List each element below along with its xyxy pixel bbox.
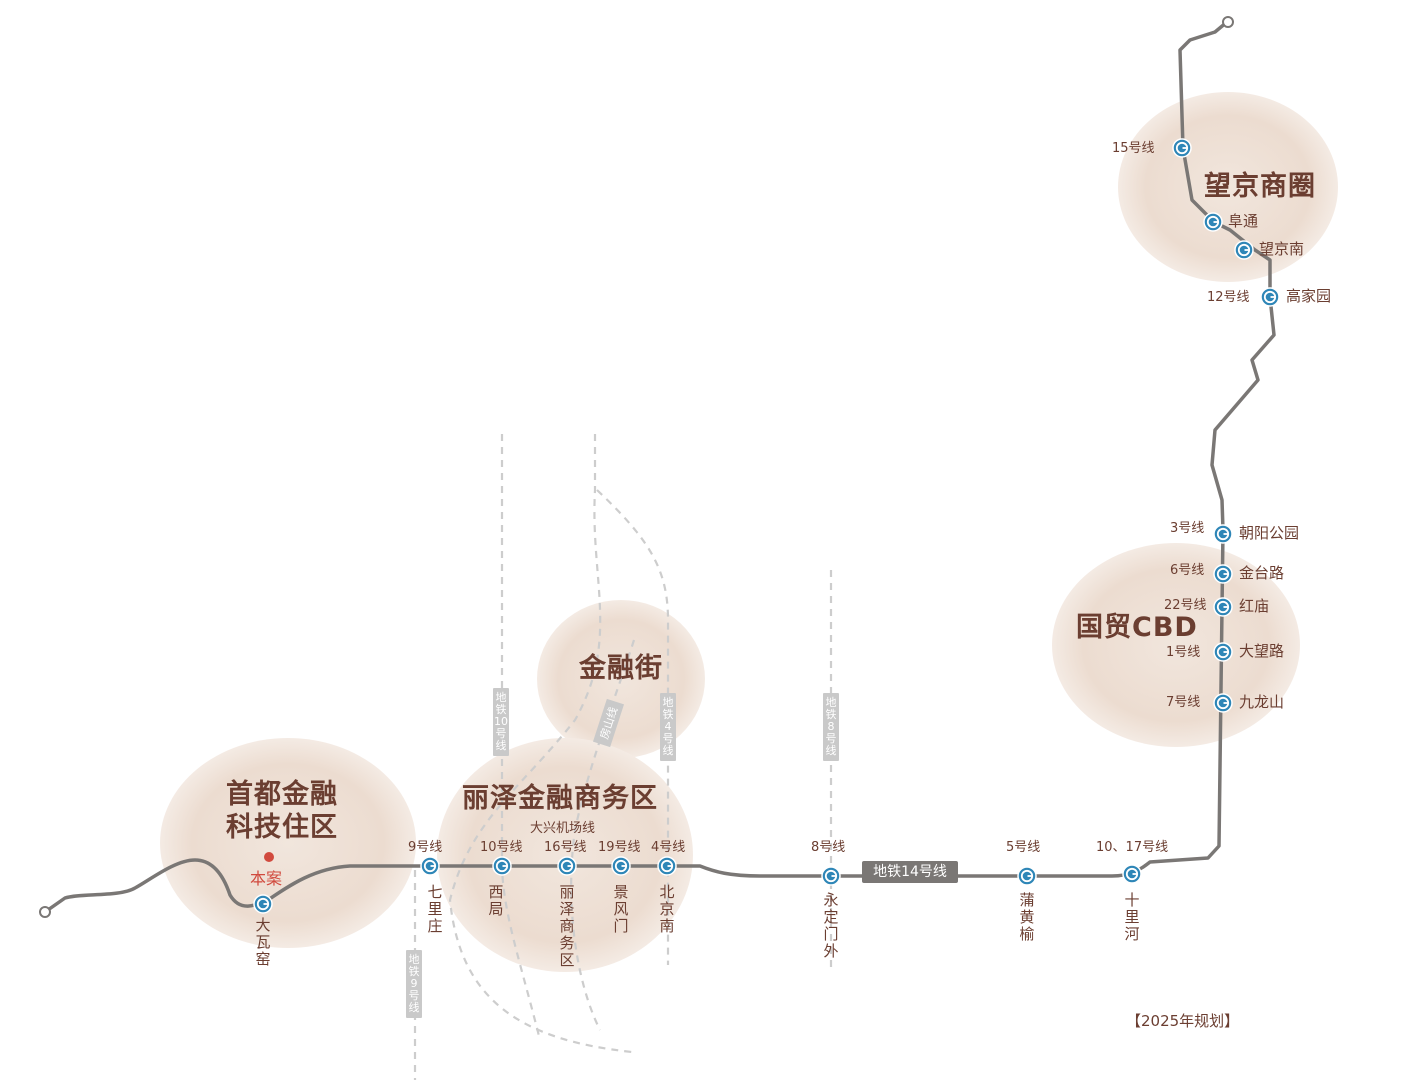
station-dawanglu[interactable] xyxy=(1213,642,1233,662)
transfer-label-9: 9号线 xyxy=(408,840,443,855)
transfer-label-10-17: 10、17号线 xyxy=(1096,840,1169,855)
station-label-shilihe: 十里河 xyxy=(1124,891,1140,943)
station-label-jintailu: 金台路 xyxy=(1239,564,1285,582)
line-14-label: 地铁14号线 xyxy=(862,861,958,883)
zone-title-wangjing: 望京商圈 xyxy=(1204,171,1316,202)
transfer-label-6: 6号线 xyxy=(1170,563,1205,578)
zone-lize xyxy=(437,738,693,972)
station-label-xiju: 西局 xyxy=(488,883,504,918)
station-shilihe[interactable] xyxy=(1122,864,1142,884)
station-chaoyanggongyuan[interactable] xyxy=(1213,524,1233,544)
station-wangjing[interactable] xyxy=(1172,138,1192,158)
zone-title-capital-1: 首都金融 xyxy=(226,779,338,810)
station-jiulongshan[interactable] xyxy=(1213,693,1233,713)
side-line-8: 地铁8号线 xyxy=(823,693,839,761)
transfer-label-15: 15号线 xyxy=(1112,141,1155,156)
zone-cbd xyxy=(1052,543,1300,747)
transfer-label-1: 1号线 xyxy=(1166,645,1201,660)
station-label-yongdingmenwai: 永定门外 xyxy=(823,891,839,960)
station-jintailu[interactable] xyxy=(1213,564,1233,584)
project-marker: 本案 xyxy=(250,869,283,888)
station-label-jingfengmen: 景风门 xyxy=(613,883,629,935)
station-label-dawayao: 大瓦窑 xyxy=(255,916,271,968)
station-label-futong: 阜通 xyxy=(1228,212,1259,230)
station-qilizhuang[interactable] xyxy=(420,856,440,876)
station-xiju[interactable] xyxy=(492,856,512,876)
project-dot xyxy=(264,852,274,862)
transfer-label-3: 3号线 xyxy=(1170,521,1205,536)
station-jingfengmen[interactable] xyxy=(611,856,631,876)
line-14-route xyxy=(43,20,1276,914)
dashed-line-fangshan xyxy=(448,434,633,1054)
zone-capital xyxy=(160,738,416,948)
transfer-label-19: 19号线 xyxy=(598,840,641,855)
dashed-line-daxing xyxy=(596,489,670,965)
zone-title-finance-street: 金融街 xyxy=(579,653,663,684)
zone-title-capital-2: 科技住区 xyxy=(226,812,338,843)
transfer-label-22: 22号线 xyxy=(1164,598,1207,613)
transfer-label-daxing: 大兴机场线 xyxy=(530,821,596,836)
station-hongmiao[interactable] xyxy=(1213,597,1233,617)
station-label-wangjingnan: 望京南 xyxy=(1259,240,1305,258)
transfer-label-4: 4号线 xyxy=(651,840,686,855)
station-label-chaoyanggongyuan: 朝阳公园 xyxy=(1239,524,1300,542)
station-beijingnan[interactable] xyxy=(657,856,677,876)
station-futong[interactable] xyxy=(1203,212,1223,232)
station-label-dawanglu: 大望路 xyxy=(1239,642,1285,660)
zone-title-lize: 丽泽金融商务区 xyxy=(462,783,658,814)
dashed-line-10 xyxy=(500,434,542,1041)
station-yongdingmenwai[interactable] xyxy=(821,866,841,886)
station-label-hongmiao: 红庙 xyxy=(1239,597,1270,615)
side-line-10: 地铁10号线 xyxy=(493,688,509,756)
side-line-9: 地铁9号线 xyxy=(406,950,422,1018)
station-lize[interactable] xyxy=(557,856,577,876)
side-line-4: 地铁4号线 xyxy=(660,693,676,761)
line-end-west xyxy=(39,906,51,918)
station-label-puhuangyu: 蒲黄榆 xyxy=(1019,891,1035,943)
station-dawayao[interactable] xyxy=(253,894,273,914)
transfer-label-10: 10号线 xyxy=(480,840,523,855)
transfer-label-7: 7号线 xyxy=(1166,695,1201,710)
station-label-beijingnan: 北京南 xyxy=(659,883,675,935)
station-puhuangyu[interactable] xyxy=(1017,866,1037,886)
transfer-label-12: 12号线 xyxy=(1207,290,1250,305)
zone-wangjing xyxy=(1118,92,1338,282)
station-gaojiayuan[interactable] xyxy=(1260,287,1280,307)
plan-note: 【2025年规划】 xyxy=(1126,1012,1240,1030)
dashed-line-4 xyxy=(570,639,636,1031)
station-label-lize: 丽泽商务区 xyxy=(559,883,575,969)
station-label-qilizhuang: 七里庄 xyxy=(427,883,443,935)
transfer-label-16: 16号线 xyxy=(544,840,587,855)
line-end-north xyxy=(1222,16,1234,28)
station-label-jiulongshan: 九龙山 xyxy=(1239,693,1285,711)
station-wangjingnan[interactable] xyxy=(1234,240,1254,260)
zone-title-cbd: 国贸CBD xyxy=(1076,612,1198,643)
transfer-label-5: 5号线 xyxy=(1006,840,1041,855)
transfer-label-8: 8号线 xyxy=(811,840,846,855)
station-label-gaojiayuan: 高家园 xyxy=(1286,287,1332,305)
